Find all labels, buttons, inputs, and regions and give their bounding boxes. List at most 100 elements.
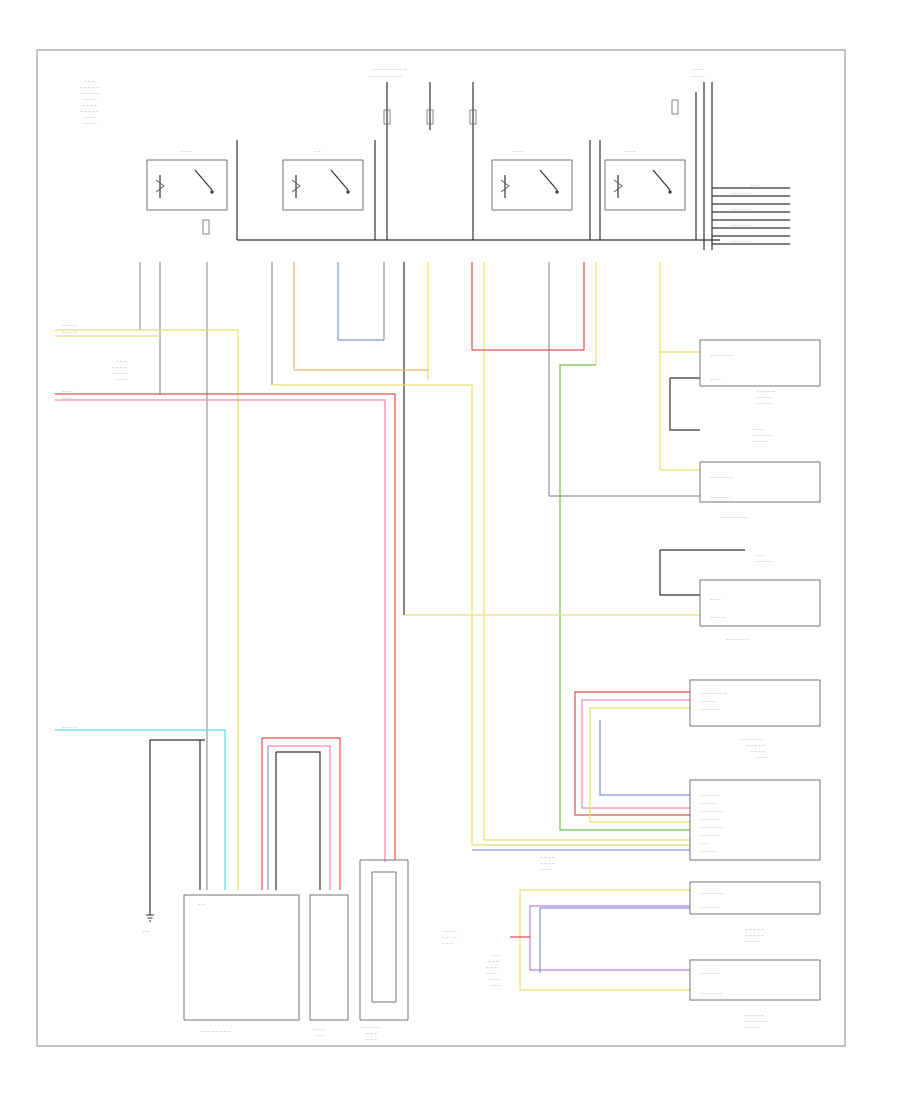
svg-text:— — —: — — — [488, 959, 499, 963]
svg-text:— — — —: — — — — [745, 939, 760, 943]
svg-text:— — — —: — — — — [62, 725, 77, 729]
svg-text:— — — — —: — — — — — [700, 833, 719, 837]
svg-text:— — — —: — — — — [82, 97, 97, 101]
svg-text:— — — — — —: — — — — — — [710, 353, 733, 357]
svg-text:— — —: — — — [62, 389, 73, 393]
svg-text:— —: — — [198, 902, 205, 906]
left-side-labels: — — — — — — — — — — — — — — — — — — — — … [62, 323, 127, 729]
svg-text:— — — — — —: — — — — — — [730, 239, 753, 243]
svg-text:— — — — —: — — — — — [700, 707, 719, 711]
ground-connection-right: — — — — — — — — — — — — [752, 427, 771, 443]
svg-text:— —: — — [492, 953, 499, 957]
blower-motor: — — — — — [309, 894, 349, 1037]
svg-text:— — — — —: — — — — — [745, 933, 764, 937]
svg-text:— — — —: — — — — [442, 935, 457, 939]
svg-text:— — —: — — — [84, 79, 95, 83]
svg-text:— — — — —: — — — — — [745, 1013, 764, 1017]
evaporator-temp-sensor: — — — — — — — — — — — — — — — — — — — — … [699, 339, 821, 405]
svg-text:— — — — — — —: — — — — — — — [720, 515, 747, 519]
svg-text:— — — — —: — — — — — [360, 1025, 379, 1029]
svg-text:— — — — — —: — — — — — — [740, 737, 763, 741]
svg-text:— — — — — — — — —: — — — — — — — — — [368, 74, 403, 78]
blower-control-module: — — — — — — — — — — [183, 894, 300, 1033]
connector-stubs [139, 262, 661, 890]
svg-text:— — — — — —: — — — — — — [730, 191, 753, 195]
svg-text:— — — — —: — — — — — [745, 927, 764, 931]
svg-text:— — —: — — — [486, 965, 497, 969]
svg-text:— — — —: — — — — [700, 801, 715, 805]
svg-text:— — — —: — — — — [82, 121, 97, 125]
svg-text:— —: — — [756, 553, 763, 557]
svg-text:— — — —: — — — — [540, 855, 555, 859]
svg-text:— — —: — — — [366, 1031, 377, 1035]
svg-text:— — —: — — — [540, 867, 551, 871]
svg-text:— — — — — — —: — — — — — — — [700, 691, 727, 695]
engine-coolant-temp-sensor: — — — — — — — — — — — — — — — — — — — — … [689, 959, 821, 1029]
svg-text:— — —: — — — [750, 183, 761, 187]
svg-text:— — —: — — — [752, 427, 763, 431]
svg-text:— — —: — — — [314, 1027, 325, 1031]
svg-text:— — — —: — — — — [112, 365, 127, 369]
svg-text:— —: — — [142, 929, 149, 933]
ecm-connector-lower: — — — — — — — — — — — — — — — — — — — — … [689, 881, 821, 943]
svg-text:— — — —: — — — — [690, 74, 705, 78]
svg-text:— — — — —: — — — — — [80, 85, 99, 89]
svg-text:— — —: — — — [116, 377, 127, 381]
svg-text:— — — —: — — — — [540, 861, 555, 865]
svg-text:— — — — — — — — —: — — — — — — — — — [372, 67, 407, 71]
svg-text:— — — —: — — — — [700, 849, 715, 853]
relay-bus [236, 92, 720, 241]
svg-text:— — —: — — — [486, 971, 497, 975]
svg-text:— — — — — —: — — — — — — [700, 825, 723, 829]
svg-text:— — — — — — — —: — — — — — — — — [200, 1029, 231, 1033]
svg-text:— — — —: — — — — [62, 330, 77, 334]
diagram-border [36, 49, 846, 1047]
svg-text:— — — — —: — — — — — [700, 905, 719, 909]
svg-text:— —: — — [316, 1033, 323, 1037]
svg-text:— — — — —: — — — — — [752, 433, 771, 437]
relay-2: — — [282, 149, 364, 211]
svg-text:— — — — — —: — — — — — — [730, 207, 753, 211]
svg-text:— — — —: — — — — [752, 439, 767, 443]
svg-text:— — — —: — — — — [112, 371, 127, 375]
svg-text:— — —: — — — [756, 755, 767, 759]
svg-text:— — —: — — — [84, 115, 95, 119]
svg-text:— — —: — — — [366, 1037, 377, 1041]
relay-1: — — — [146, 149, 228, 211]
svg-text:— — —: — — — [710, 377, 721, 381]
header-caption-left: — — — — — — — — — — — — — — — — — — — — … [80, 79, 99, 125]
svg-text:— — — — — —: — — — — — — [730, 223, 753, 227]
svg-text:— — — — —: — — — — — [756, 389, 775, 393]
ac-compressor-clutch: — — — — — — — — — — — — — — — — — — — [699, 553, 821, 641]
relay-3: — — — [491, 149, 573, 211]
svg-text:— — — —: — — — — [756, 401, 771, 405]
svg-text:— — — —: — — — — [745, 1025, 760, 1029]
svg-text:— — — —: — — — — [756, 559, 771, 563]
relay-4: — — — [604, 149, 686, 211]
svg-text:— — — — —: — — — — — [700, 971, 719, 975]
svg-text:— — — —: — — — — [700, 699, 715, 703]
harness-wires [55, 329, 745, 991]
svg-text:— — —: — — — [625, 149, 636, 153]
svg-text:— — — —: — — — — [62, 323, 77, 327]
svg-text:— — — — — —: — — — — — — [700, 991, 723, 995]
svg-text:— — —: — — — [512, 149, 523, 153]
svg-text:— —: — — [700, 841, 707, 845]
power-feed-labels: — — — — — — — — — — — — — — — — — — — — … [368, 67, 705, 78]
svg-text:— — —: — — — [692, 67, 703, 71]
svg-text:— — — — — —: — — — — — — [710, 475, 733, 479]
evaporator-sensor-connector: — — — — — — — — — — — — — — — — — — — [699, 461, 821, 519]
svg-text:— — — —: — — — — [756, 395, 771, 399]
svg-text:— — —: — — — [180, 149, 191, 153]
recirculation-door-actuator: — — — — — — — — — — — [359, 859, 409, 1041]
svg-text:— — — — — —: — — — — — — [745, 1019, 768, 1023]
svg-text:— — —: — — — [488, 977, 499, 981]
svg-text:— — — — —: — — — — — [746, 743, 765, 747]
svg-text:— — — — —: — — — — — [700, 793, 719, 797]
svg-text:— — — — — —: — — — — — — [700, 891, 723, 895]
svg-text:— — — — —: — — — — — [80, 109, 99, 113]
fuse-symbols [202, 99, 679, 235]
svg-text:— — —: — — — [490, 983, 501, 987]
ground-connector-top-right: — — — — — — — — — — — — — — — — — — — — … [712, 183, 790, 245]
